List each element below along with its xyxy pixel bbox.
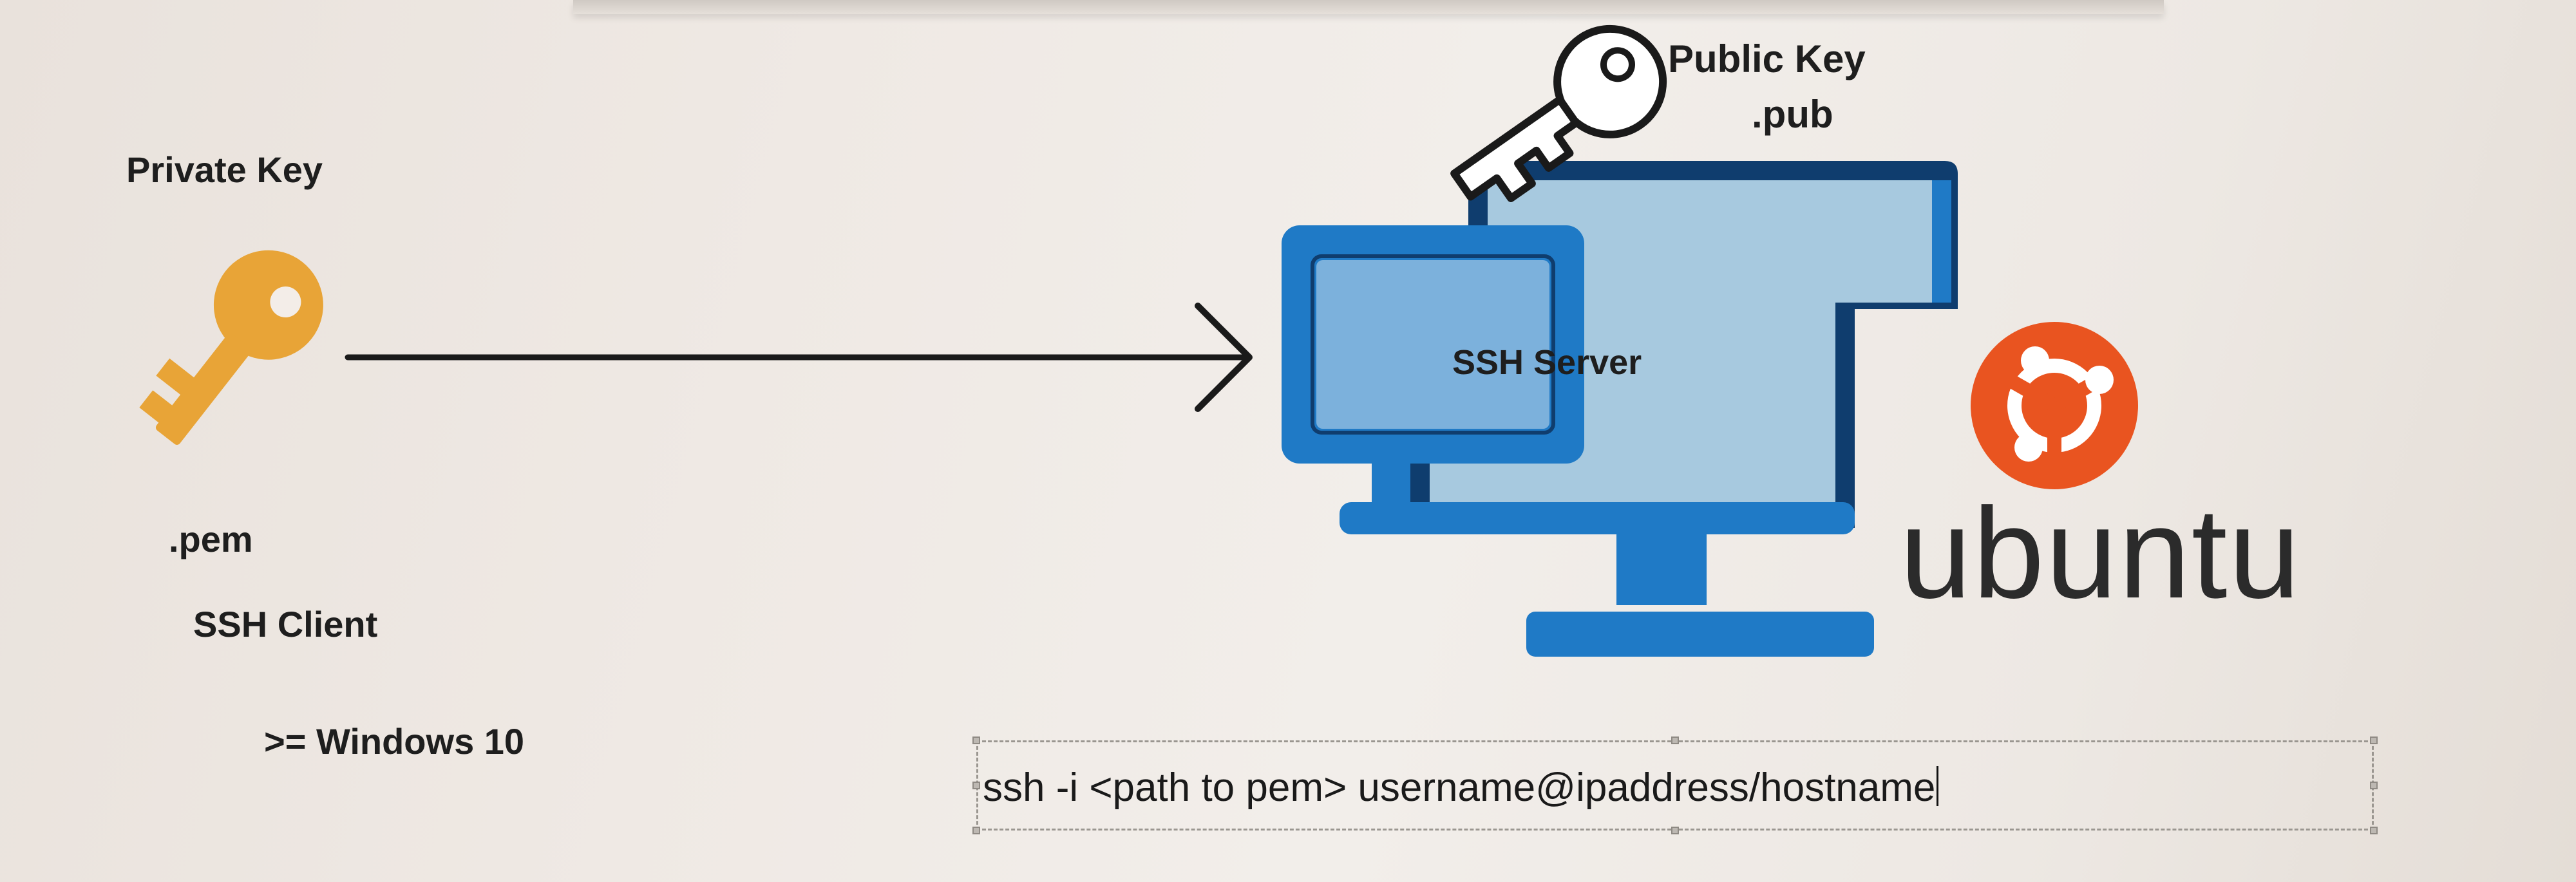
resize-handle[interactable] (972, 737, 980, 744)
private-key-label: Private Key (126, 149, 323, 190)
resize-handle[interactable] (2370, 827, 2378, 834)
server-monitor-icon (1282, 161, 1958, 657)
ssh-command-text: ssh -i <path to pem> username@ipaddress/… (983, 765, 1936, 810)
ssh-client-label: SSH Client (193, 604, 378, 644)
private-key-icon (139, 250, 323, 445)
ssh-command[interactable]: ssh -i <path to pem> username@ipaddress/… (983, 765, 1939, 811)
public-key-icon (1450, 24, 1667, 202)
ubuntu-logo-icon (1971, 322, 2138, 489)
connection-arrow-icon (345, 303, 1253, 412)
pub-extension-label: .pub (1752, 93, 1833, 136)
ubuntu-wordmark: ubuntu (1900, 482, 2302, 625)
ssh-server-label: SSH Server (1452, 343, 1642, 382)
resize-handle[interactable] (972, 782, 980, 789)
resize-handle[interactable] (972, 827, 980, 834)
resize-handle[interactable] (2370, 782, 2378, 789)
top-paper-strip (573, 0, 2164, 14)
client-os-label: >= Windows 10 (264, 721, 525, 762)
resize-handle[interactable] (2370, 737, 2378, 744)
text-cursor (1937, 766, 1939, 806)
public-key-label: Public Key (1668, 37, 1866, 80)
resize-handle[interactable] (1671, 827, 1679, 834)
resize-handle[interactable] (1671, 737, 1679, 744)
pem-extension-label: .pem (169, 519, 253, 559)
